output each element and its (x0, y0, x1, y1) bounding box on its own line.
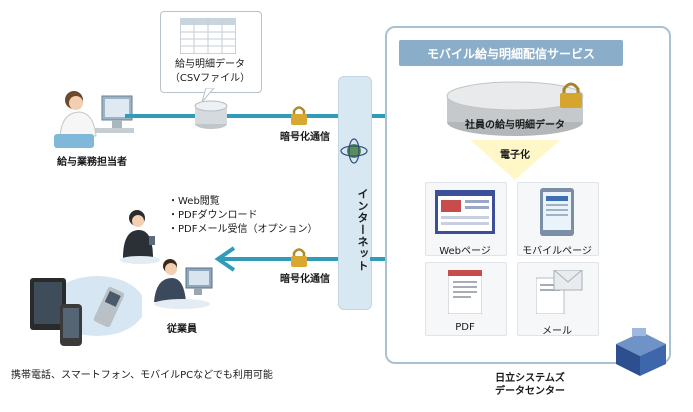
feature-pdf-download: ・PDFダウンロード (168, 210, 258, 221)
server-icon (194, 100, 228, 129)
payroll-staff-illustration (54, 91, 134, 148)
callout-pointer (201, 88, 215, 102)
tile-pdf-label: PDF (455, 322, 475, 333)
service-title: モバイル給与明細配信サービス (399, 40, 623, 66)
csv-label: 給与明細データ （CSVファイル） (160, 58, 260, 86)
internet-column (338, 76, 372, 310)
digitize-funnel (470, 140, 560, 180)
feature-web: ・Web閲覧 (168, 196, 220, 207)
feature-pdf-mail: ・PDFメール受信（オプション） (168, 224, 318, 235)
datacenter-label-line1: 日立システムズ (495, 373, 565, 384)
employee-data-label: 社員の給与明細データ (465, 120, 565, 131)
devices-note: 携帯電話、スマートフォン、モバイルPCなどでも利用可能 (11, 370, 273, 381)
payroll-staff-label: 給与業務担当者 (57, 157, 127, 168)
spreadsheet-icon (180, 18, 236, 54)
employee-desk-illustration (154, 259, 213, 309)
tile-mobile-label: モバイルページ (522, 246, 592, 257)
csv-label-line1: 給与明細データ (175, 59, 245, 70)
lock-icon-bottom (291, 248, 307, 267)
employees-label: 従業員 (167, 324, 197, 335)
encrypted-label-bottom: 暗号化通信 (280, 274, 330, 285)
mail-icon (536, 270, 583, 314)
feature-list: ・Web閲覧 ・PDFダウンロード ・PDFメール受信（オプション） (168, 195, 317, 237)
web-page-icon (435, 190, 495, 234)
digitize-label: 電子化 (500, 150, 530, 161)
globe-network-icon (340, 138, 368, 164)
csv-label-line2: （CSVファイル） (169, 73, 251, 84)
connection-line-top (125, 114, 338, 118)
datacenter-label-line2: データセンター (495, 386, 565, 397)
datacenter-label: 日立システムズ データセンター (470, 372, 590, 398)
tile-web-label: Webページ (439, 246, 491, 257)
mobile-page-icon (540, 188, 574, 236)
connection-line-bottom (218, 257, 338, 261)
lock-icon (291, 106, 307, 125)
lock-icon-datacenter (560, 82, 582, 108)
datacenter-building-icon (616, 328, 666, 376)
encrypted-label-top: 暗号化通信 (280, 132, 330, 143)
mobile-devices-illustration (30, 276, 142, 346)
pdf-document-icon (448, 270, 482, 314)
internet-label: インターネット (356, 188, 369, 272)
tile-mail-label: メール (542, 326, 572, 337)
employee-standing-illustration (120, 210, 160, 264)
